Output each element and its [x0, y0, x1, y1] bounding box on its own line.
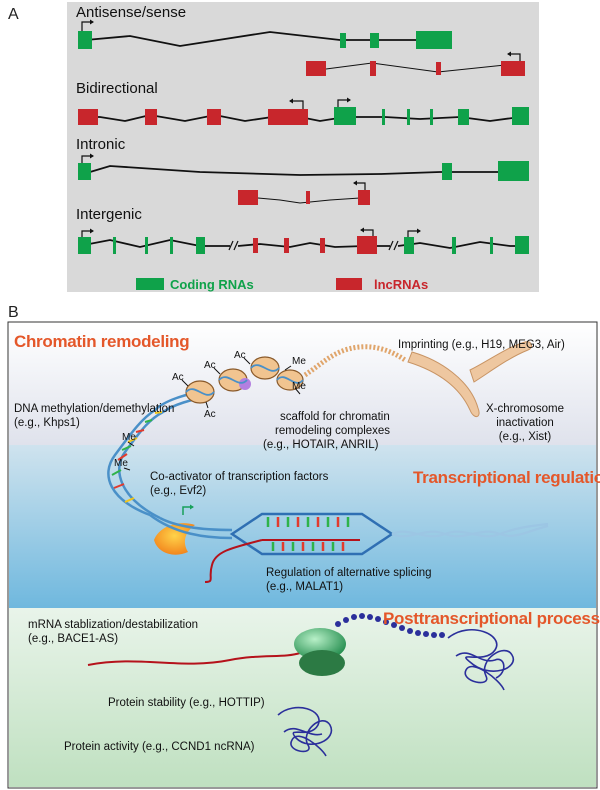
antisense-lncrna — [306, 51, 525, 76]
note-imprinting: Imprinting (e.g., H19, MEG3, Air) — [398, 339, 565, 351]
legend-coding-swatch — [136, 278, 164, 290]
note-splicing-line1: Regulation of alternative splicing — [266, 567, 432, 579]
modification-marks — [123, 357, 301, 471]
note-dna-methylation-line2: (e.g., Khps1) — [14, 417, 80, 429]
note-dna-methylation-line1: DNA methylation/demethylation — [14, 403, 175, 415]
legend-coding-label: Coding RNAs — [170, 277, 254, 292]
category-antisense-sense: Antisense/sense — [76, 4, 187, 21]
nucleosomes — [185, 356, 304, 404]
note-protein-activity: Protein activity (e.g., CCND1 ncRNA) — [64, 741, 255, 753]
splicing-bubble — [229, 512, 395, 556]
dna-helix-right — [391, 522, 549, 538]
panel-b-diagram — [7, 321, 598, 789]
title-chromatin-remodeling: Chromatin remodeling — [14, 332, 190, 351]
note-scaffold-line2: remodeling complexes — [275, 425, 391, 437]
dna-helix — [107, 388, 211, 520]
ribosome-small-subunit — [299, 650, 345, 676]
nascent-peptide — [335, 613, 445, 638]
note-x-chromosome-line3: (e.g., Xist) — [498, 431, 552, 443]
panel-a-background — [67, 2, 539, 292]
methyl-mark-2: Me — [292, 381, 306, 392]
note-splicing-line2: (e.g., MALAT1) — [266, 581, 344, 593]
note-scaffold-line1: scaffold for chromatin — [280, 411, 390, 423]
folded-protein-right — [447, 629, 515, 691]
methyl-mark-3: Me — [114, 458, 128, 469]
methyl-mark-4: Me — [122, 432, 136, 443]
panel-a-letter: A — [8, 6, 19, 23]
note-coactivator-line1: Co-activator of transcription factors — [150, 471, 329, 483]
intronic-lncrna — [238, 180, 370, 205]
note-x-chromosome-line2: inactivation — [496, 417, 554, 429]
acetyl-mark-3: Ac — [234, 350, 246, 361]
mrna-strand — [87, 652, 301, 666]
antisense-coding-gene — [78, 19, 452, 49]
folded-protein-middle — [277, 706, 333, 757]
transcription-background — [9, 445, 596, 608]
title-transcriptional-regulation: Transcriptional regulation — [413, 468, 600, 487]
bidirectional-genes — [78, 97, 529, 125]
note-protein-stability: Protein stability (e.g., HOTTIP) — [108, 697, 265, 709]
note-mrna-line2: (e.g., BACE1-AS) — [28, 633, 119, 645]
legend-lncrna-label: lncRNAs — [374, 277, 429, 292]
lncrna-strand-splicing — [204, 539, 263, 583]
note-coactivator-line2: (e.g., Evf2) — [150, 485, 207, 497]
acetyl-mark-4: Ac — [204, 409, 216, 420]
note-x-chromosome-line1: X-chromosome — [486, 403, 564, 415]
intronic-coding-gene — [78, 153, 529, 181]
methyl-mark-1: Me — [292, 356, 306, 367]
title-posttranscriptional-processing: Posttranscriptional processing — [383, 609, 600, 628]
category-bidirectional: Bidirectional — [76, 80, 158, 97]
category-intronic: Intronic — [76, 136, 126, 153]
panel-b-letter: B — [8, 304, 19, 321]
panel-a-diagram — [67, 2, 539, 292]
x-chromosome — [407, 341, 533, 417]
legend-lncrna-swatch — [336, 278, 362, 290]
category-intergenic: Intergenic — [76, 206, 142, 223]
note-mrna-line1: mRNA stablization/destabilization — [28, 619, 199, 631]
acetyl-mark-2: Ac — [204, 360, 216, 371]
acetyl-mark-1: Ac — [172, 372, 184, 383]
intergenic-genes — [78, 227, 529, 254]
note-scaffold-line3: (e.g., HOTAIR, ANRIL) — [263, 439, 379, 451]
